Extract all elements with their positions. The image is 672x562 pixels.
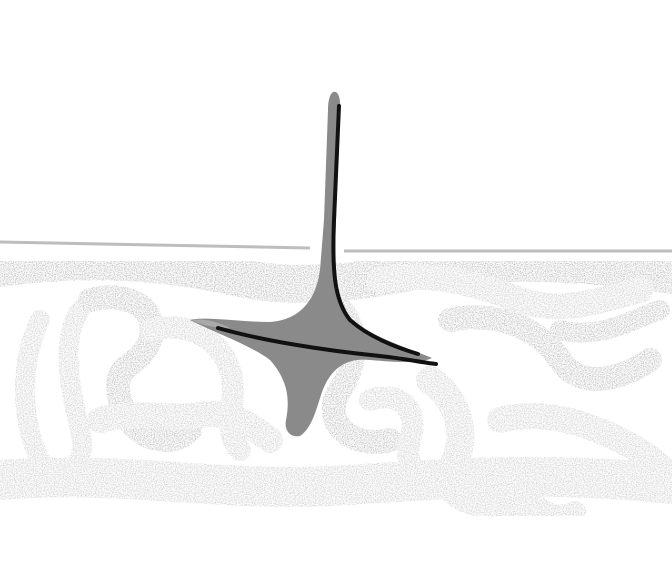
horizon-line (0, 240, 672, 253)
ground-stroke-right-2 (438, 305, 662, 391)
spinning-top-highlight (192, 319, 230, 328)
spinning-top-outline-stem (331, 104, 420, 356)
spinning-top-body (190, 91, 432, 437)
ground-stroke-left-4 (87, 401, 283, 453)
ground-band-lower (0, 456, 672, 508)
ground-stroke-left-2 (78, 285, 202, 452)
ground-stroke-left-loop (15, 300, 92, 485)
ground-texture (0, 242, 672, 527)
ground-stroke-mid-2 (359, 386, 471, 494)
ground-stroke-right-3 (416, 366, 534, 520)
spinning-top (190, 91, 438, 437)
ground-stroke-right-1 (367, 263, 653, 320)
ground-stroke-bottom-blob (519, 489, 586, 527)
spinning-top-outline-disc (216, 326, 438, 366)
ground-stroke-right-4 (487, 403, 672, 493)
ground-stroke-right-5 (550, 300, 670, 343)
